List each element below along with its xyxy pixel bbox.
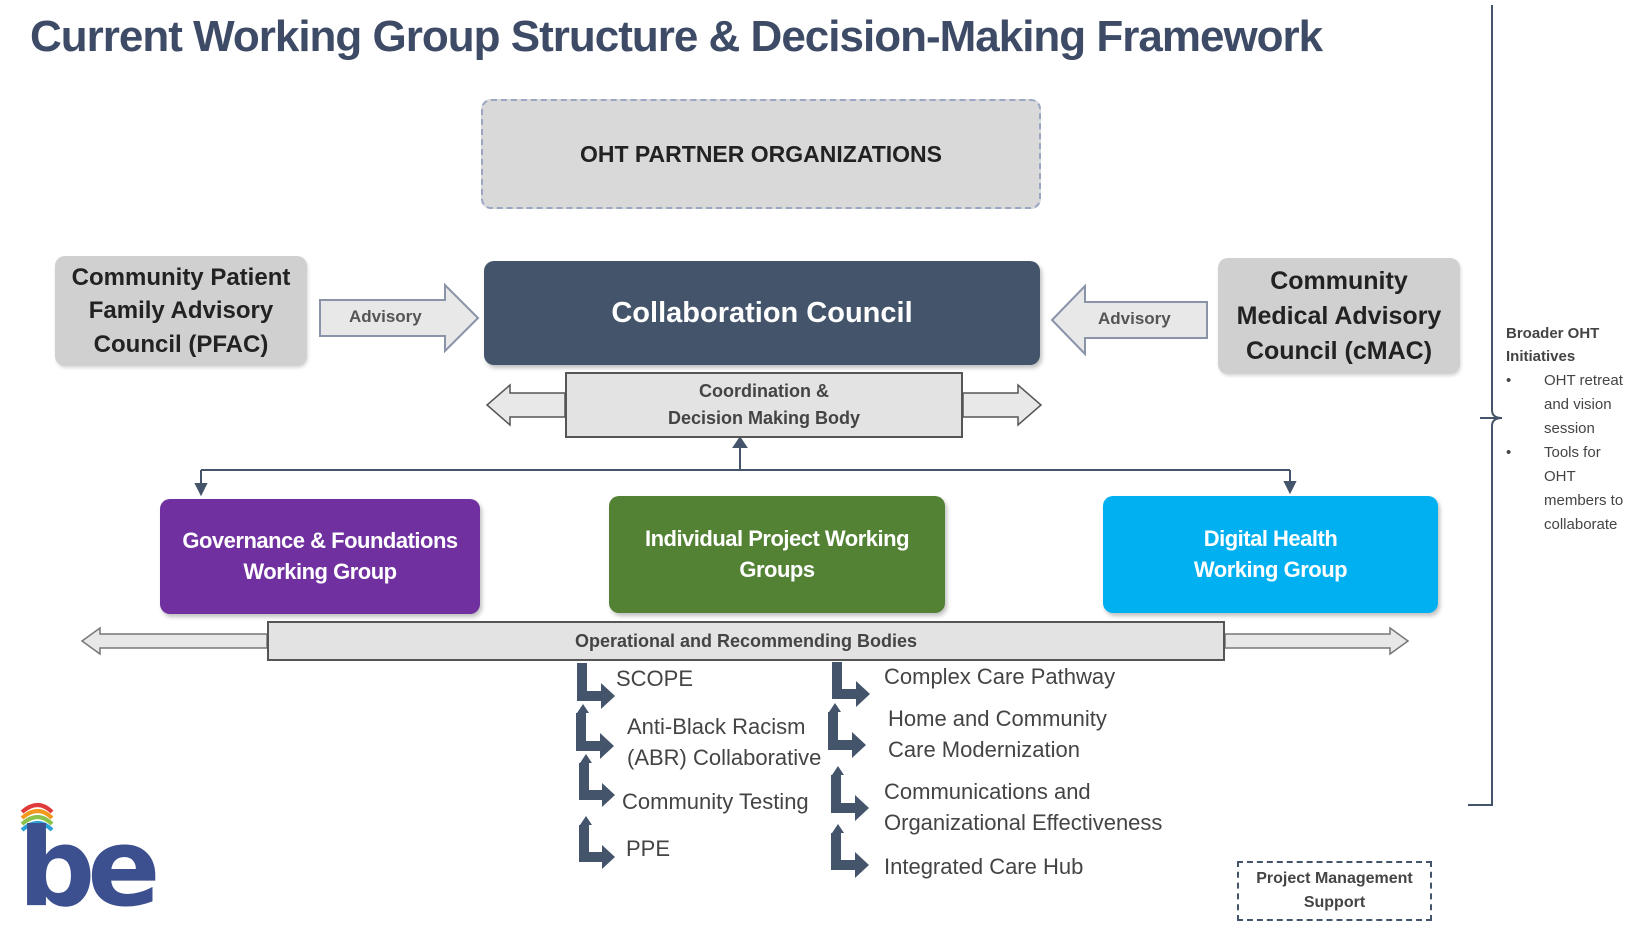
operational-arrow-left [80, 626, 268, 656]
item-communications: Communications and Organizational Effect… [884, 777, 1162, 839]
cmac-box: Community Medical Advisory Council (cMAC… [1218, 258, 1460, 374]
bullet-2-line-4: collaborate [1544, 515, 1618, 533]
bullet-2-line-1: Tools for [1544, 443, 1601, 461]
pfac-line-1: Community Patient [71, 263, 291, 291]
advisory-arrow-right [1050, 283, 1208, 357]
bullet-1-line-1: OHT retreat [1544, 371, 1623, 389]
pfac-line-2: Family Advisory [88, 297, 274, 325]
advisory-label-right: Advisory [1098, 309, 1171, 328]
item-abr-line-1: Anti-Black Racism [627, 714, 806, 739]
digital-line-2: Working Group [1193, 556, 1348, 582]
item-home-line-2: Care Modernization [888, 736, 1080, 762]
cmac-line-2: Medical Advisory [1236, 301, 1442, 330]
bullet-dot: • [1506, 443, 1512, 461]
side-notes-heading-line-2: Initiatives [1506, 348, 1576, 366]
page-title: Current Working Group Structure & Decisi… [30, 12, 1323, 61]
coordination-arrow-left [485, 383, 566, 427]
bent-arrow-testing [579, 754, 615, 807]
bullet-1-line-2: and vision [1544, 395, 1612, 413]
partner-organizations-box: OHT PARTNER ORGANIZATIONS [481, 99, 1041, 209]
item-ppe: PPE [626, 836, 671, 861]
item-home-line-1: Home and Community [888, 706, 1107, 731]
item-scope: SCOPE [616, 666, 694, 691]
item-comm-line-1: Communications and [884, 779, 1091, 804]
governance-line-2: Working Group [243, 558, 397, 584]
broader-initiatives-notes: Broader OHT Initiatives • OHT retreat an… [1506, 322, 1639, 537]
logo: be [18, 806, 161, 931]
coordination-box: Coordination & Decision Making Body [565, 372, 963, 438]
governance-working-group-box: Governance & Foundations Working Group [160, 499, 480, 614]
tree-connector [194, 436, 1297, 497]
item-abr-line-2: (ABR) Collaborative [627, 744, 822, 770]
pfac-box: Community Patient Family Advisory Counci… [55, 256, 307, 366]
pfac-line-3: Council (PFAC) [93, 330, 269, 358]
bracket [1468, 5, 1503, 806]
bent-arrow-hub [831, 824, 869, 878]
item-home-community: Home and Community Care Modernization [888, 704, 1107, 766]
operational-bodies-box: Operational and Recommending Bodies [267, 621, 1225, 661]
individual-line-1: Individual Project Working [644, 525, 910, 551]
cmac-line-1: Community [1270, 266, 1408, 295]
bent-arrows-right [828, 662, 870, 878]
collaboration-council-label: Collaboration Council [611, 296, 913, 329]
bullet-dot: • [1506, 371, 1512, 389]
bent-arrow-comm [831, 766, 869, 821]
advisory-arrow-left [319, 282, 480, 354]
item-abr: Anti-Black Racism (ABR) Collaborative [627, 712, 821, 774]
digital-line-1: Digital Health [1203, 525, 1338, 551]
individual-line-2: Groups [739, 556, 815, 582]
governance-line-1: Governance & Foundations [182, 527, 458, 553]
coordination-line-1: Coordination & [699, 381, 829, 401]
item-complex-care: Complex Care Pathway [884, 664, 1116, 689]
bent-arrows-left [576, 663, 615, 869]
item-comm-line-2: Organizational Effectiveness [884, 809, 1163, 835]
project-management-box: Project Management Support [1237, 861, 1432, 921]
coordination-line-2: Decision Making Body [667, 408, 861, 428]
pm-line-2: Support [1303, 894, 1366, 911]
bullet-1-line-3: session [1544, 419, 1595, 437]
logo-stripes [20, 803, 54, 832]
bent-arrow-ppe [579, 816, 615, 869]
bullet-2-line-3: members to [1544, 491, 1624, 509]
bent-arrow-scope [577, 663, 615, 709]
item-integrated-care-hub: Integrated Care Hub [884, 854, 1084, 879]
advisory-label-left: Advisory [349, 307, 422, 326]
operational-arrow-right [1224, 626, 1410, 656]
partner-organizations-label: OHT PARTNER ORGANIZATIONS [579, 140, 943, 167]
bullet-2-line-2: OHT [1544, 467, 1576, 485]
side-note-bullet-1: • OHT retreat and vision session [1506, 369, 1639, 441]
item-community-testing: Community Testing [622, 789, 809, 814]
operational-label: Operational and Recommending Bodies [574, 630, 918, 651]
cmac-line-3: Council (cMAC) [1245, 336, 1433, 365]
bent-arrow-abr [576, 704, 614, 759]
collaboration-council-box: Collaboration Council [484, 261, 1040, 365]
individual-project-working-groups-box: Individual Project Working Groups [609, 496, 945, 613]
side-note-bullet-2: • Tools for OHT members to collaborate [1506, 441, 1639, 537]
side-notes-heading-line-1: Broader OHT [1506, 325, 1600, 342]
bent-arrow-complex [832, 662, 870, 707]
pm-line-1: Project Management [1256, 870, 1413, 887]
bent-arrow-home [828, 703, 866, 758]
coordination-arrow-right [962, 383, 1043, 427]
digital-health-working-group-box: Digital Health Working Group [1103, 496, 1438, 613]
